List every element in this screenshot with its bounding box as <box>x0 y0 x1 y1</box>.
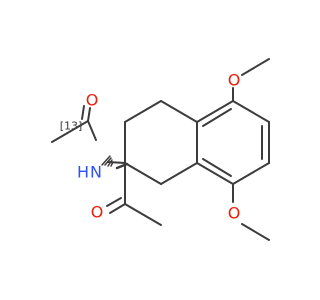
bond-o-bottom-methyl <box>241 223 270 241</box>
bond-ar-c8-c8a <box>196 162 234 185</box>
bond-ring-c3-c4 <box>124 100 162 123</box>
bond-nh-to-center <box>107 161 126 164</box>
bond-acetyl-methyl-2 <box>124 203 162 226</box>
molecule-structure: O [13] N H O O O <box>51 58 270 241</box>
atom-methoxy-top-oxygen: O <box>228 71 241 90</box>
bond-carbonyl-n <box>87 120 97 141</box>
bond-ring-c2-c1 <box>124 162 162 185</box>
atom-amide-oxygen: O <box>86 91 99 110</box>
bond-ar-c4a-c5-inner <box>202 108 232 127</box>
bond-ring-c4-c4a <box>160 100 198 123</box>
atom-amide-hydrogen: H <box>77 163 89 182</box>
bond-acetyl-methyl <box>51 120 89 143</box>
atom-ketone-oxygen: O <box>91 203 104 222</box>
bond-ar-c8-c8a-inner <box>202 158 232 177</box>
bond-o-top-methyl <box>241 58 270 76</box>
isotope-label: [13] <box>60 120 83 133</box>
atom-methoxy-bottom-oxygen: O <box>228 204 241 223</box>
bond-acetyl-c-o-2 <box>106 197 122 207</box>
bond-amide-carbonyl-1 <box>87 107 91 122</box>
atom-amide-nitrogen: N <box>90 163 102 182</box>
bond-acetyl-c-o-1 <box>109 203 126 214</box>
bond-ring-c1-c8a <box>160 162 198 185</box>
bond-ar-c4a-c5 <box>196 100 234 123</box>
bond-ar-c5-c6 <box>232 100 270 123</box>
bond-ar-c7-c8 <box>232 162 270 185</box>
bond-amide-carbonyl-2 <box>81 105 85 120</box>
